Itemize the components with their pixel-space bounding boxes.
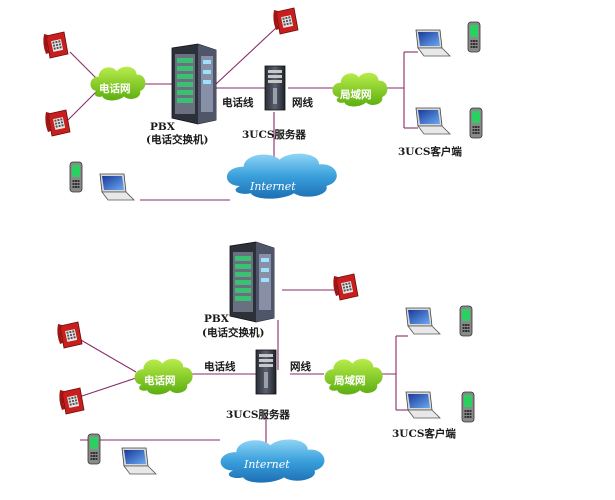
net-line-label: 网线 bbox=[292, 96, 313, 109]
laptop-icon bbox=[405, 391, 441, 419]
desk-phone-icon bbox=[272, 7, 299, 35]
pbx-rack-icon bbox=[229, 241, 275, 323]
laptop-icon bbox=[415, 29, 451, 57]
pbx-label: PBX bbox=[204, 313, 230, 325]
pbx-label: PBX bbox=[150, 121, 176, 133]
mobile-phone-icon bbox=[467, 21, 481, 53]
laptop-icon bbox=[405, 307, 441, 335]
internet-label: Internet bbox=[243, 458, 290, 471]
client-label: 3UCS客户端 bbox=[392, 427, 456, 440]
pbx-sublabel: (电话交换机) bbox=[146, 133, 208, 146]
mobile-phone-icon bbox=[459, 305, 473, 337]
desk-phone-icon bbox=[332, 273, 359, 301]
pbx-rack-icon bbox=[171, 43, 217, 125]
link-phone-to-phonenet bbox=[75, 377, 137, 399]
net-line-label: 网线 bbox=[290, 360, 311, 373]
link-phone-to-phonenet bbox=[69, 51, 99, 81]
mobile-phone-icon bbox=[461, 391, 475, 423]
laptop-icon bbox=[415, 107, 451, 135]
server-tower-icon bbox=[255, 349, 277, 395]
client-label: 3UCS客户端 bbox=[398, 145, 462, 158]
mobile-phone-icon bbox=[87, 433, 101, 465]
server-tower-icon bbox=[264, 65, 286, 111]
link-phone-to-phonenet bbox=[67, 89, 99, 121]
laptop-icon bbox=[99, 173, 135, 201]
phone-line-label: 电话线 bbox=[204, 360, 236, 373]
desk-phone-icon bbox=[58, 387, 85, 415]
lan-label: 局域网 bbox=[339, 88, 372, 101]
desk-phone-icon bbox=[56, 321, 83, 349]
link-phone-to-phonenet bbox=[73, 335, 137, 373]
internet-label: Internet bbox=[249, 180, 296, 193]
desk-phone-icon bbox=[42, 31, 69, 59]
phone-network-label: 电话网 bbox=[99, 82, 131, 95]
mobile-phone-icon bbox=[469, 107, 483, 139]
phone-line-label: 电话线 bbox=[222, 96, 254, 109]
lan-label: 局域网 bbox=[333, 374, 366, 387]
link-pbx-to-phone bbox=[215, 27, 277, 85]
diagram-bottom: PBX (电话交换机) 电话网 电话线 网线 3UCS服务器 局域网 3UCS客… bbox=[56, 241, 475, 483]
laptop-icon bbox=[121, 447, 157, 475]
diagram-top: 电话网 PBX (电话交换机) 电话线 网线 3UCS服务器 局域网 3UCS客… bbox=[42, 7, 483, 201]
server-label: 3UCS服务器 bbox=[226, 408, 290, 421]
desk-phone-icon bbox=[44, 109, 71, 137]
mobile-phone-icon bbox=[69, 161, 83, 193]
server-label: 3UCS服务器 bbox=[242, 128, 306, 141]
pbx-sublabel: (电话交换机) bbox=[202, 326, 264, 339]
phone-network-label: 电话网 bbox=[144, 374, 176, 387]
